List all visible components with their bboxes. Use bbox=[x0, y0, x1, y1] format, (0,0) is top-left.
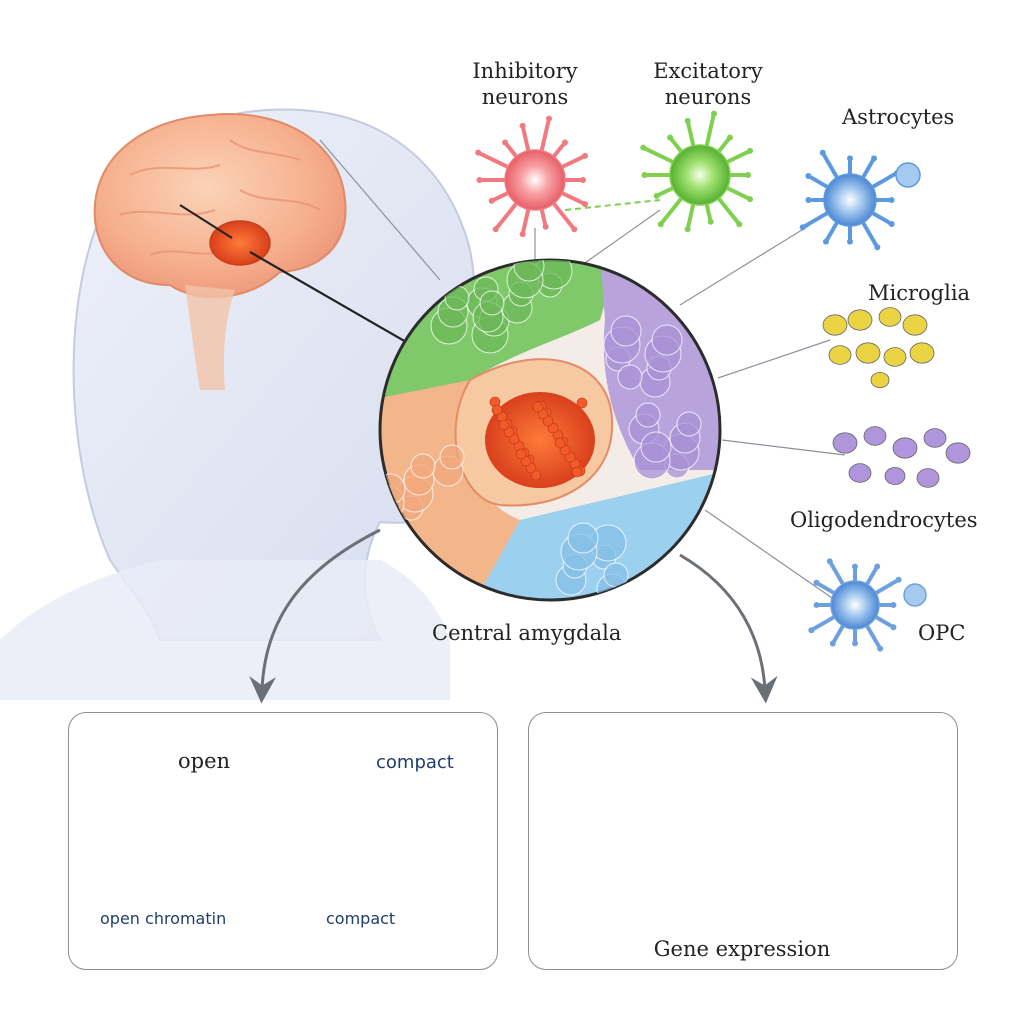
microglia-label: Microglia bbox=[868, 281, 971, 305]
chromatin-panel bbox=[68, 712, 498, 970]
excitatory-neurons-label: Excitatory neurons bbox=[653, 59, 763, 109]
gene-expression-panel bbox=[528, 712, 958, 970]
open-chromatin-caption: open chromatin bbox=[100, 909, 227, 928]
flow-arrows bbox=[249, 528, 778, 704]
excitatory-neuron-icon bbox=[640, 110, 754, 233]
brain-illustration bbox=[93, 113, 421, 390]
inhibitory-neuron-icon bbox=[475, 115, 589, 238]
cell-types bbox=[475, 110, 971, 652]
astrocytes-label: Astrocytes bbox=[842, 105, 955, 129]
central-amygdala-magnified bbox=[378, 258, 722, 602]
opc-label: OPC bbox=[918, 621, 966, 645]
microglia-icon bbox=[822, 307, 935, 389]
astrocyte-icon bbox=[799, 149, 901, 251]
compact-label: compact bbox=[376, 752, 454, 773]
oligodendrocytes-label: Oligodendrocytes bbox=[790, 508, 978, 532]
opc-icon bbox=[808, 558, 902, 652]
connector-lines bbox=[319, 139, 846, 601]
central-amygdala-label: Central amygdala bbox=[432, 621, 622, 645]
open-label: open bbox=[178, 749, 231, 773]
gene-expression-title: Gene expression bbox=[653, 937, 831, 961]
oligodendrocyte-icon bbox=[832, 426, 971, 488]
compact-caption: compact bbox=[326, 909, 396, 928]
inhibitory-neurons-label: Inhibitory neurons bbox=[472, 59, 578, 109]
